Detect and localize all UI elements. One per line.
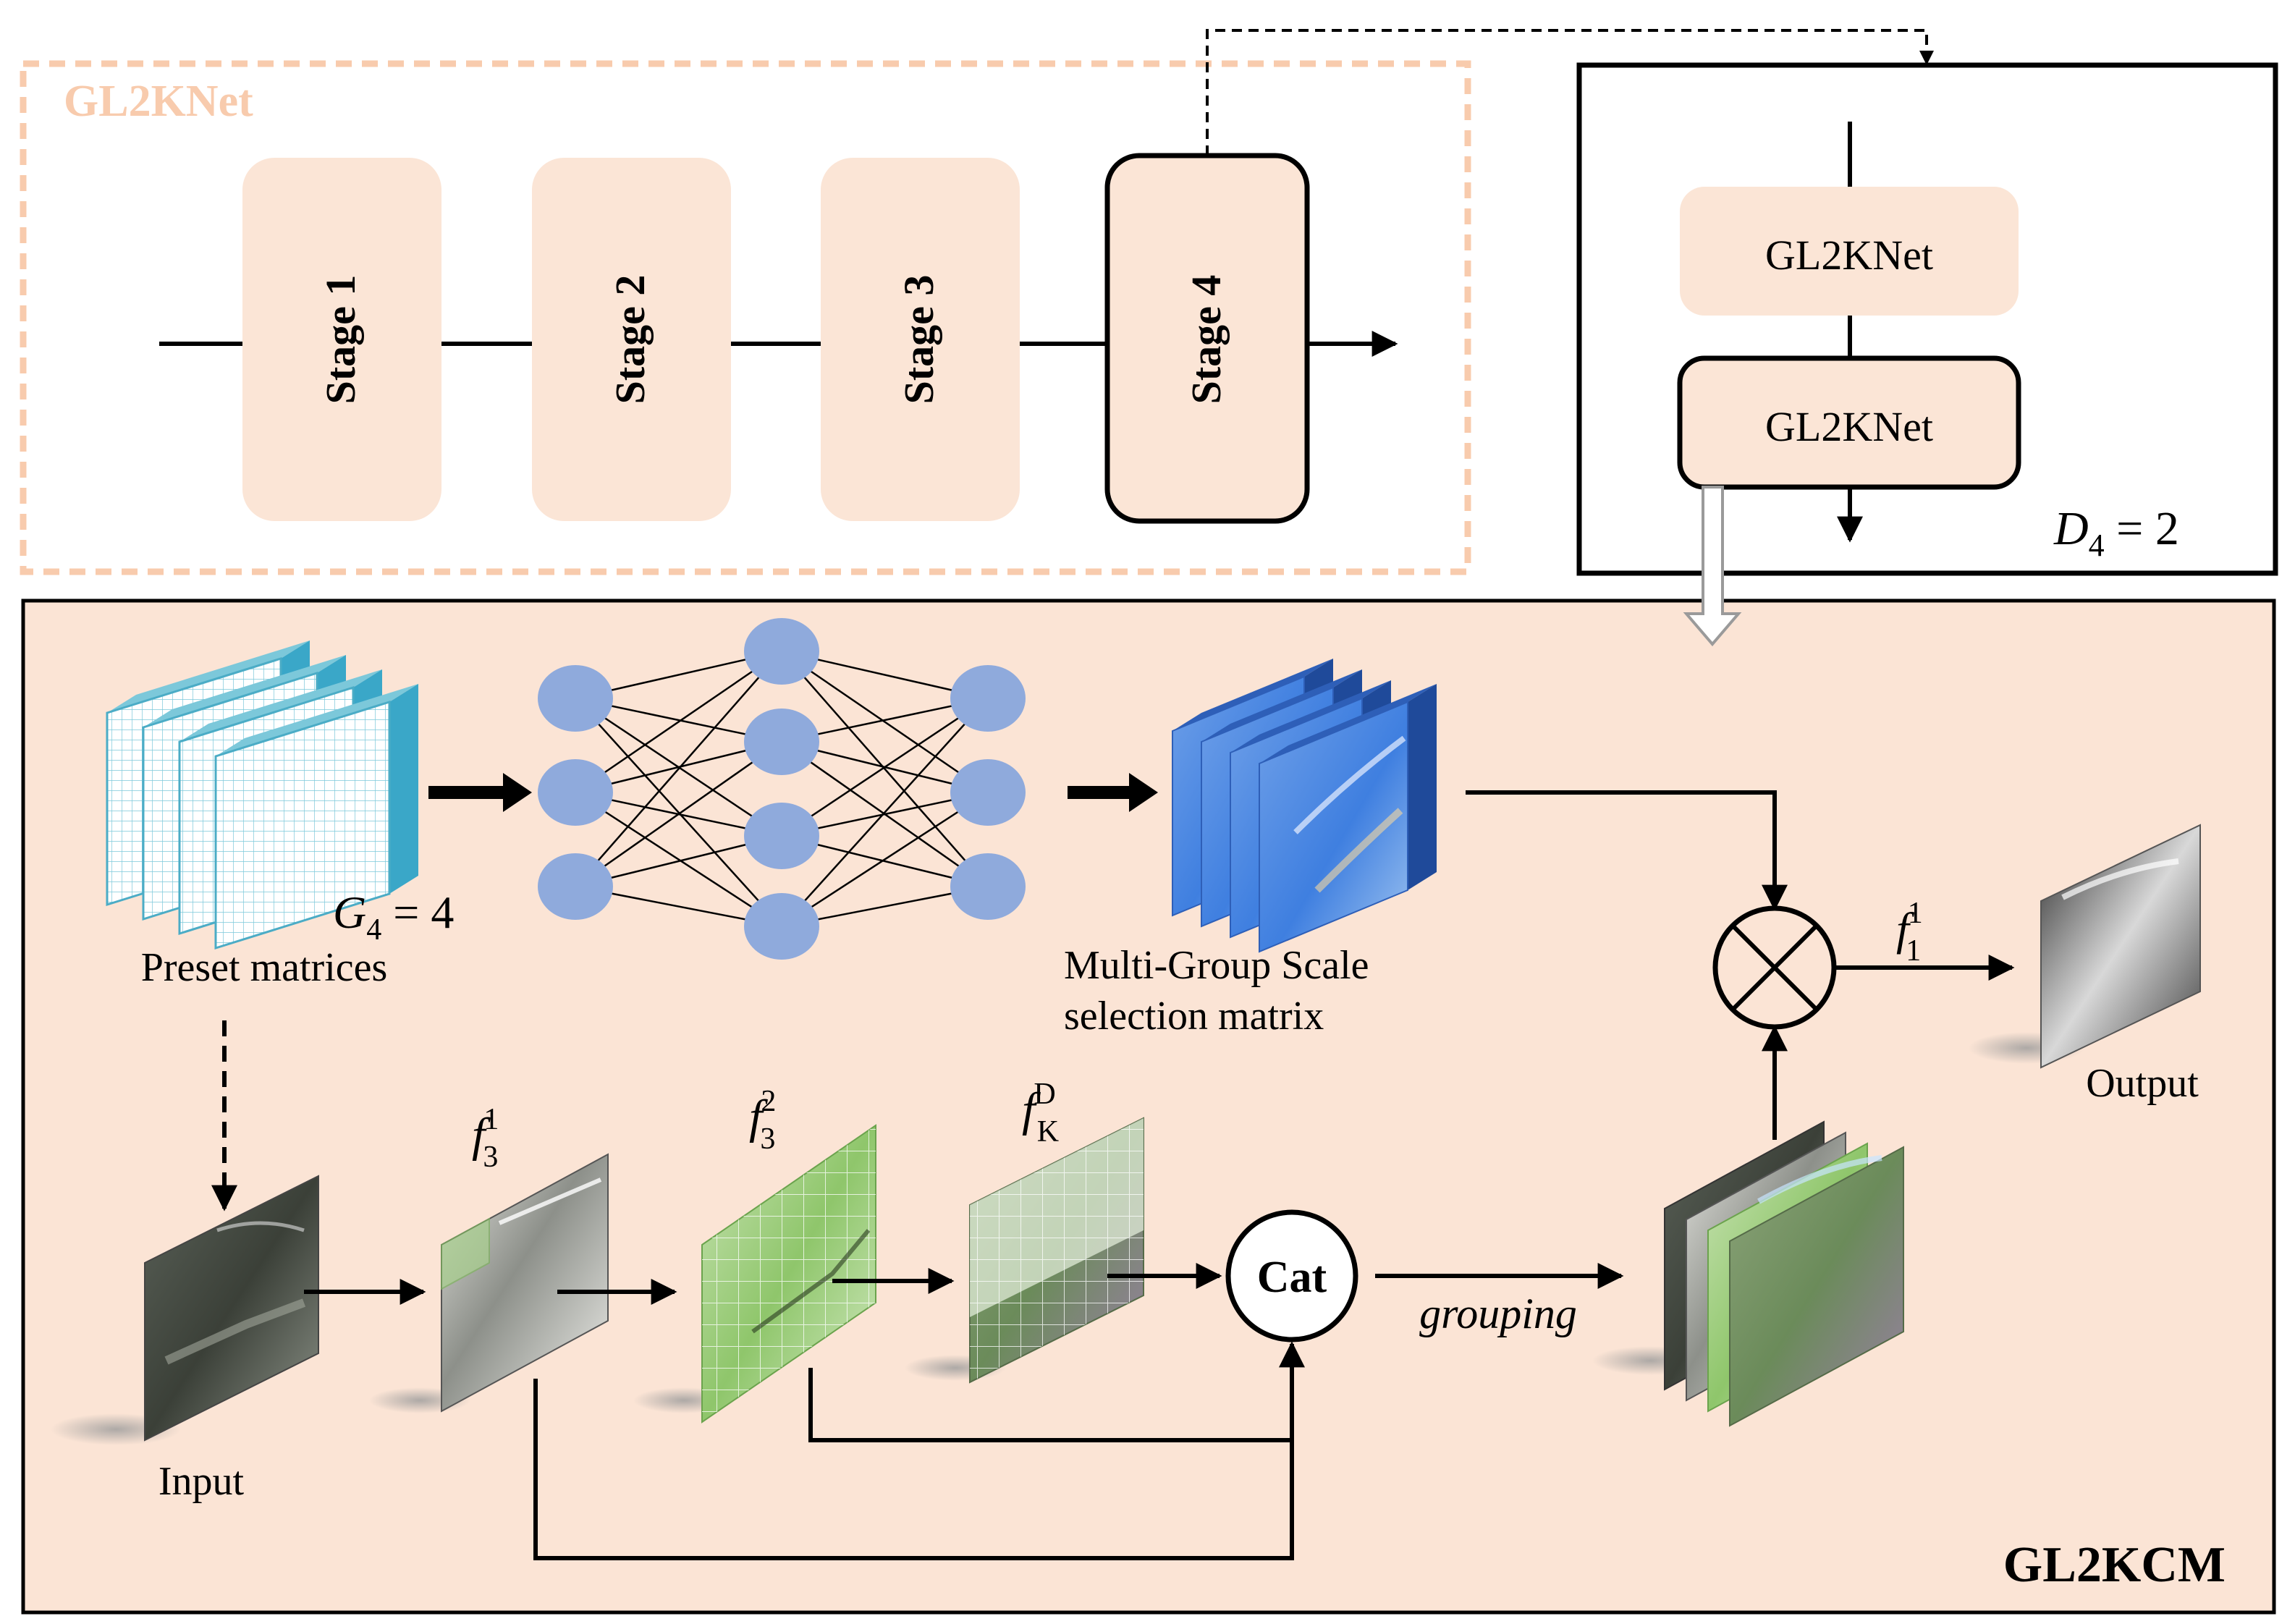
stage4-detail-link (1206, 29, 1934, 156)
gl2knet-dashed-border (20, 60, 1471, 575)
concat-circle (1225, 1209, 1358, 1342)
feature-2-sub: 3 (760, 1122, 775, 1156)
feature-k-sub: K (1037, 1115, 1059, 1149)
nn-node (744, 893, 819, 960)
mgs-label-line-2: selection matrix (1064, 994, 1324, 1039)
neural-network (538, 618, 1026, 960)
mgs-label-line-1: Multi-Group Scale (1064, 943, 1369, 988)
grouping-label: grouping (1419, 1290, 1577, 1337)
input-label: Input (159, 1459, 245, 1504)
detail-block-1-label: GL2KNet (1765, 232, 1933, 279)
feature-1-sub: 3 (483, 1141, 498, 1174)
stage-1-block: Stage 1 (242, 158, 441, 521)
preset-matrices-stack (106, 640, 418, 950)
nn-node (744, 709, 819, 775)
nn-node (538, 759, 613, 826)
preset-matrices-label: Preset matrices (141, 945, 388, 990)
stage-2-label: Stage 2 (606, 275, 654, 405)
nn-node (744, 618, 819, 685)
depth-label: D4 = 2 (2053, 502, 2179, 563)
concat-node: Cat (1225, 1209, 1358, 1342)
feature-2-sup: 2 (761, 1085, 776, 1118)
depth-label-rest: = 2 (2105, 502, 2179, 555)
nn-node (538, 853, 613, 920)
stage-1-label: Stage 1 (317, 275, 364, 405)
gl2knet-frame: GL2KNet (20, 60, 1471, 575)
concat-label: Cat (1257, 1253, 1327, 1302)
thick-arrow-2-head (1129, 773, 1158, 812)
skip-f2-to-cat (808, 1368, 1292, 1442)
detail-block-2 (1677, 355, 2021, 490)
stage-3-block: Stage 3 (821, 158, 1020, 521)
stage-2-block: Stage 2 (532, 158, 731, 521)
output-image (1969, 824, 2201, 1069)
nn-node (950, 853, 1026, 920)
hollow-down-arrow (1683, 486, 1742, 647)
detail-block-1 (1680, 187, 2019, 316)
skip-f1-to-cat (533, 1341, 1305, 1560)
groups-label-rest: = 4 (381, 887, 454, 938)
stage-4-label: Stage 4 (1183, 275, 1230, 405)
scale-to-multiply-arrow (1466, 790, 1788, 911)
stage-pipeline: Stage 1 Stage 2 Stage 3 Stage 4 (159, 153, 1398, 524)
feature-map-k (905, 1117, 1144, 1384)
nn-node (950, 759, 1026, 826)
groups-label-base: G (333, 887, 366, 938)
stage-1-box (242, 158, 441, 521)
thick-arrow-1-head (503, 773, 532, 812)
detail-block-2-label: GL2KNet (1765, 403, 1933, 450)
gl2knet-title: GL2KNet (64, 77, 253, 126)
gl2kcm-title: GL2KCM (2003, 1537, 2226, 1593)
preset-matrix-4 (214, 684, 418, 950)
stage4-detail-panel: GL2KNet GL2KNet D4 = 2 (1576, 62, 2278, 576)
feature-map-1 (369, 1153, 609, 1413)
output-label: Output (2086, 1061, 2199, 1106)
stage-3-box (821, 158, 1020, 521)
input-image (51, 1175, 319, 1445)
output-feature-sup: 1 (1908, 897, 1922, 930)
feature-k-sup: D (1034, 1078, 1055, 1111)
detail-frame (1576, 62, 2278, 576)
multiply-cross-2 (1730, 923, 1819, 1012)
nn-node (744, 803, 819, 869)
nn-node (538, 665, 613, 732)
stage-3-label: Stage 3 (895, 275, 942, 405)
grouped-stack (1592, 1120, 1904, 1427)
scale-selection-stack (1172, 659, 1437, 953)
nn-node (950, 665, 1026, 732)
groups-label: G4 = 4 (333, 887, 454, 947)
scale-matrix-4 (1259, 684, 1437, 953)
depth-label-sub: 4 (2089, 528, 2105, 563)
feature-1-sup: 1 (483, 1103, 499, 1136)
nn-nodes (538, 618, 1026, 960)
output-feature-sub: 1 (1906, 934, 1921, 968)
groups-label-sub: 4 (366, 913, 381, 947)
depth-label-base: D (2053, 502, 2089, 555)
stage-4-block: Stage 4 (1104, 153, 1310, 524)
stage-2-box (532, 158, 731, 521)
group-layer-4 (1729, 1146, 1904, 1427)
feature-map-2 (633, 1124, 876, 1424)
